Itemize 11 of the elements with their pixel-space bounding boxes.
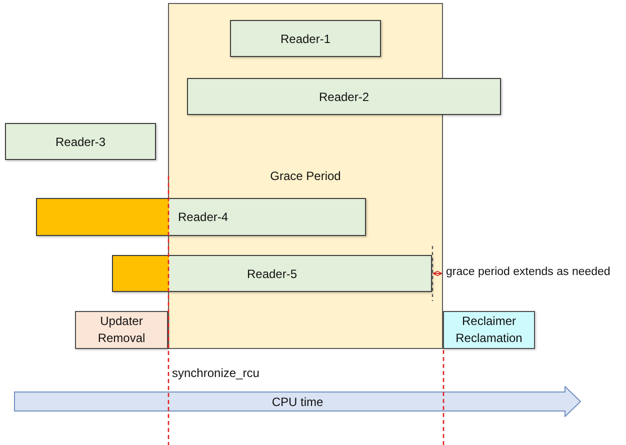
time-arrow: CPU time xyxy=(14,386,581,417)
reader-bar: Reader-1 xyxy=(230,20,381,57)
note-text: grace period extends as needed xyxy=(446,266,610,278)
reader-bar: Reader-3 xyxy=(5,123,156,160)
updater-phase-block: Updater Removal xyxy=(75,311,168,349)
reader-bar: Reader-2 xyxy=(187,78,501,115)
period-title: Grace Period xyxy=(270,169,341,183)
reader-bar: Reader-5 xyxy=(112,255,432,292)
reader-bar: Reader-4 xyxy=(36,198,366,236)
function-label: synchronize_rcu xyxy=(172,366,260,380)
reclaimer-phase-block: Reclaimer Reclamation xyxy=(443,311,535,349)
